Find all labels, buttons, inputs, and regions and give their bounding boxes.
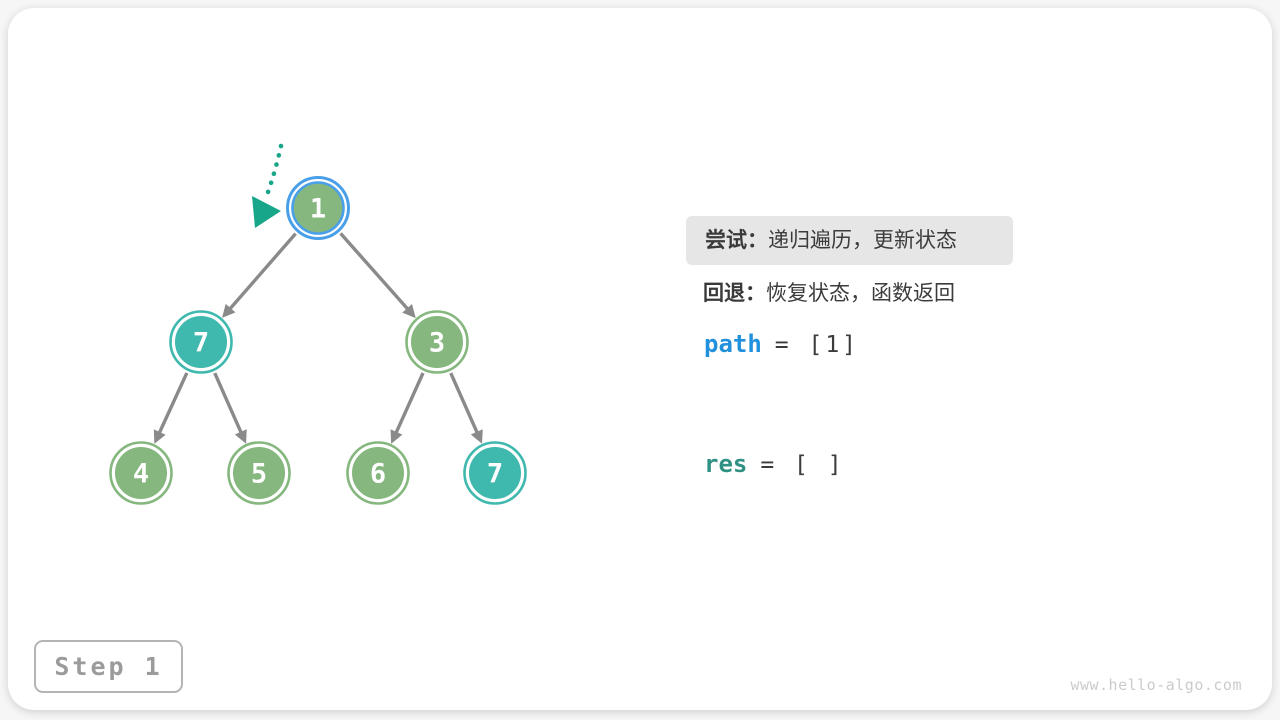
res-variable-name: res: [704, 450, 748, 478]
res-variable-value: = [ ]: [760, 452, 845, 478]
step-badge-label: Step 1: [54, 652, 163, 681]
backtrack-line: 回退：恢复状态，函数返回: [703, 281, 955, 307]
path-variable-value: = [1]: [774, 332, 860, 358]
watermark-url: www.hello-algo.com: [1070, 676, 1242, 694]
try-text: 递归遍历，更新状态: [768, 228, 957, 252]
try-line: 尝试：递归遍历，更新状态: [686, 216, 1013, 265]
res-variable-line: res = [ ]: [704, 450, 845, 478]
diagram-card: [8, 8, 1272, 710]
backtrack-label: 回退：: [703, 282, 766, 305]
step-badge: Step 1: [34, 640, 183, 693]
backtrack-text: 恢复状态，函数返回: [766, 282, 955, 305]
try-label: 尝试：: [705, 228, 768, 252]
path-variable-name: path: [704, 330, 762, 358]
path-variable-line: path = [1]: [704, 330, 859, 358]
